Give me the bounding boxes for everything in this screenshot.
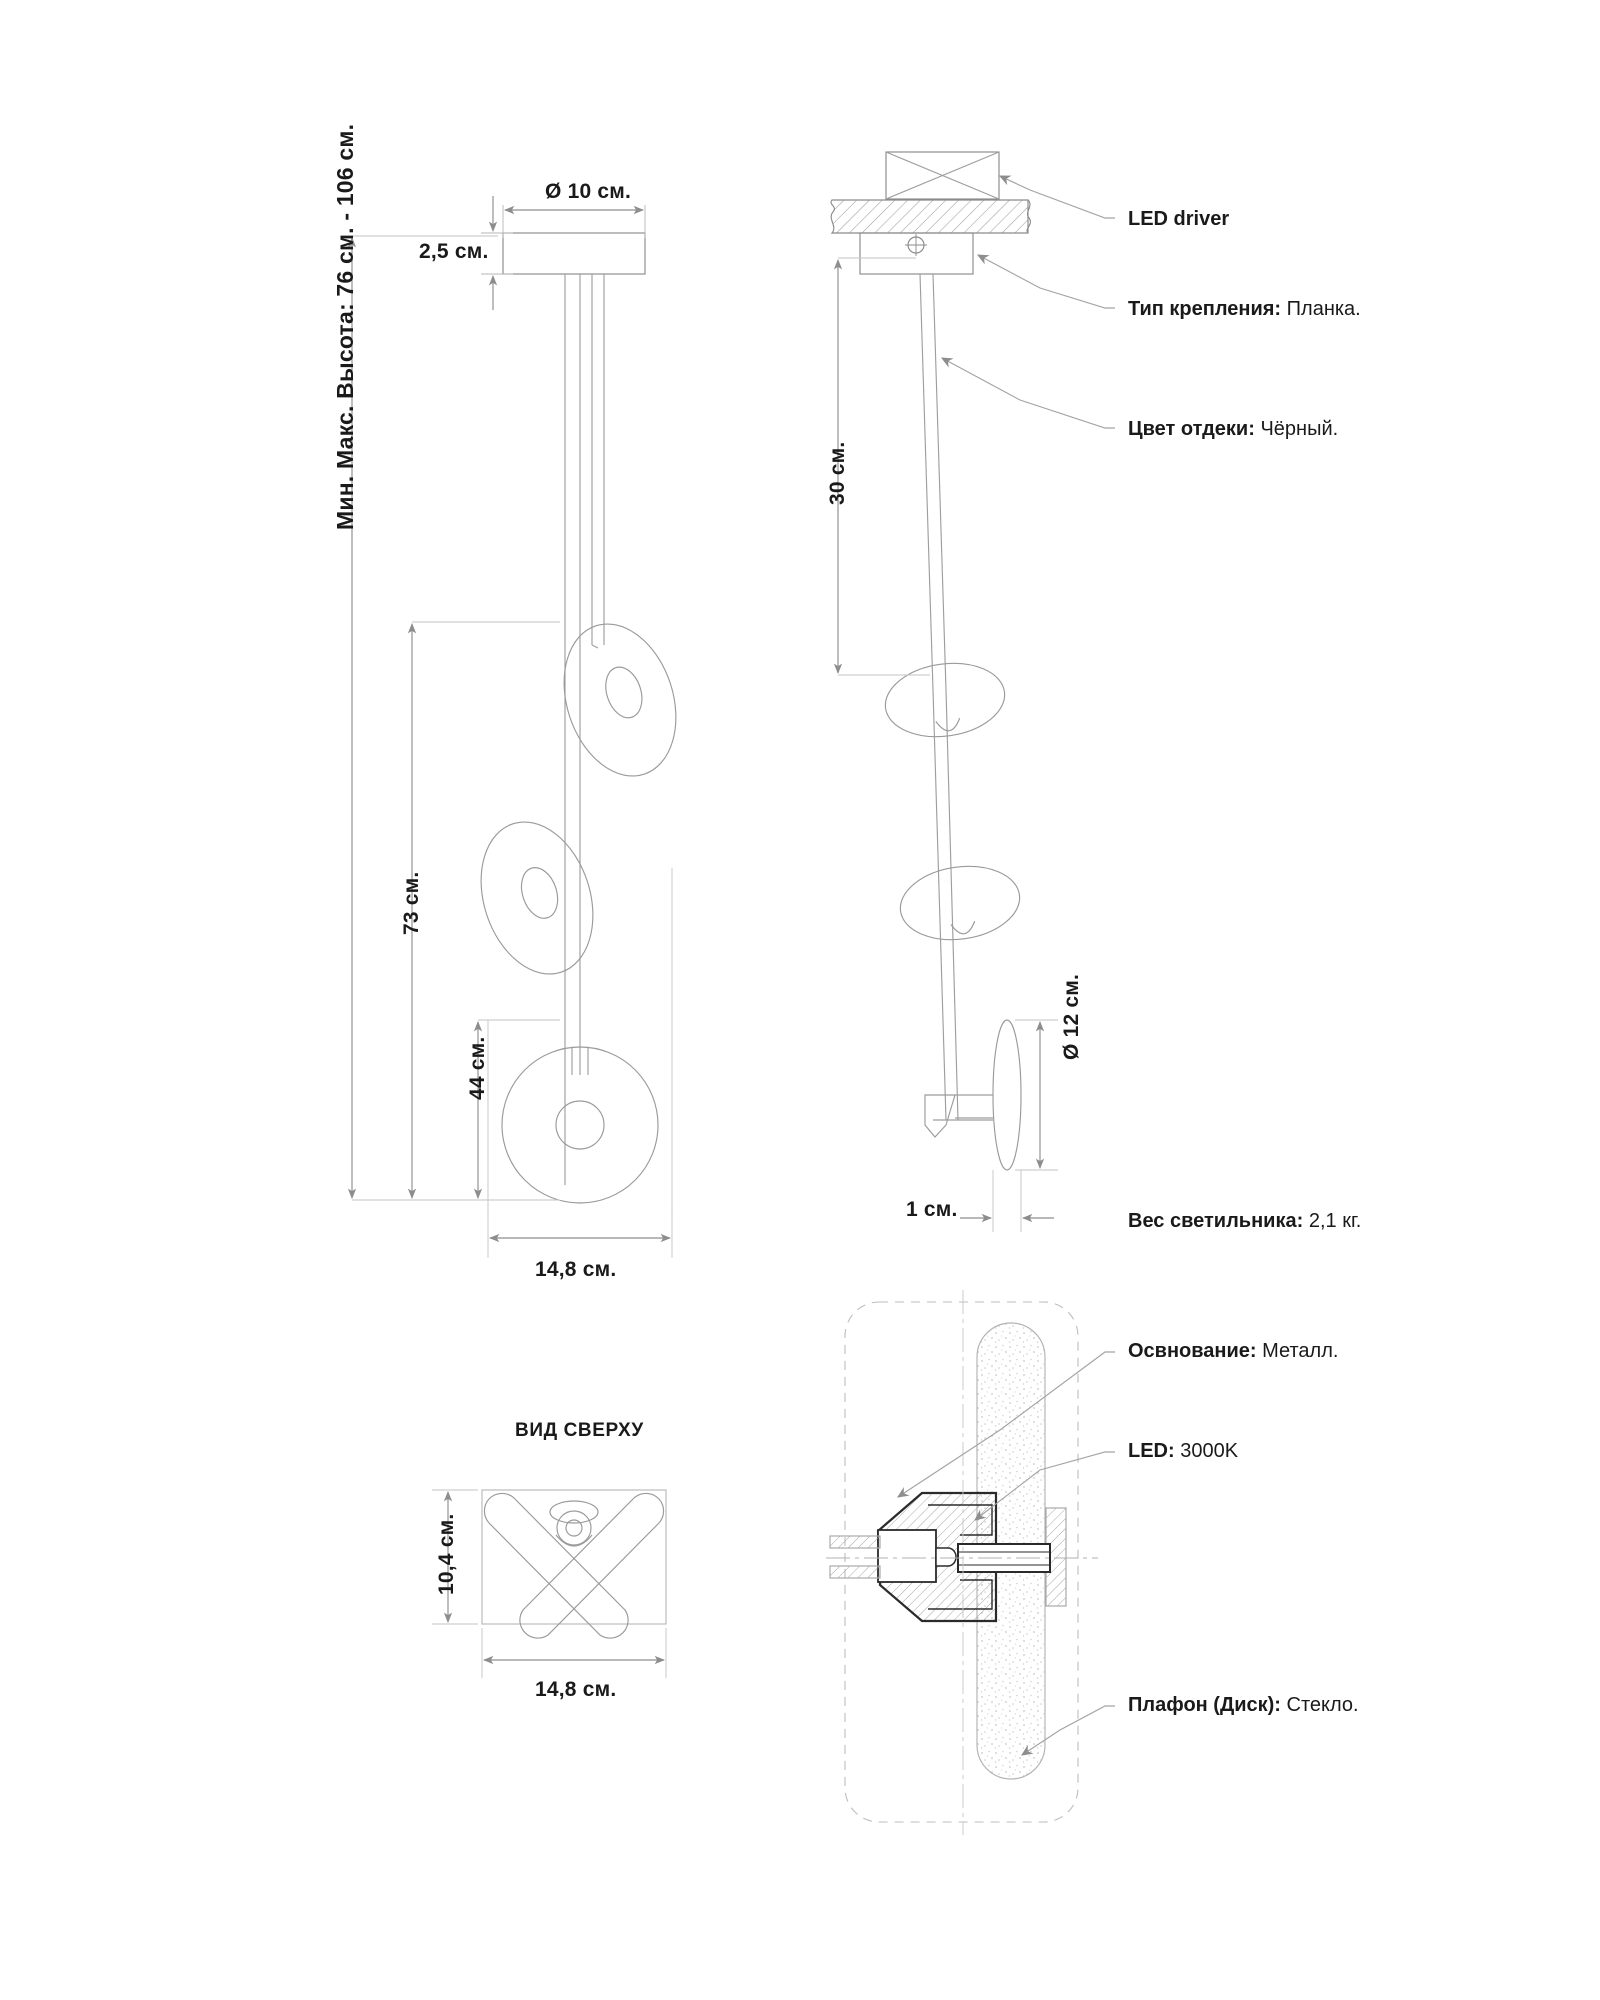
callout-finish-color-key: Цвет отдеки: [1128, 418, 1255, 440]
dim-canopy-diameter: Ø 10 см. [545, 180, 632, 203]
top-view-geometry [432, 1489, 667, 1678]
callout-led-value: 3000K [1180, 1440, 1239, 1462]
callout-led-driver-key: LED driver [1128, 208, 1230, 230]
callout-finish-color-value: Чёрный. [1260, 418, 1339, 440]
dim-top-width: 14,8 см. [535, 1678, 617, 1701]
callout-shade-key: Плафон (Диск): [1128, 1694, 1281, 1716]
callout-shade: Плафон (Диск): Стекло. [1128, 1694, 1359, 1717]
dim-drop-lower: 44 см. [466, 1036, 489, 1100]
dim-rod-length: 30 см. [826, 441, 849, 505]
dim-top-depth: 10,4 см. [435, 1513, 458, 1595]
callout-weight-value: 2,1 кг. [1308, 1210, 1362, 1232]
dim-drop-upper: 73 см. [400, 871, 423, 935]
callout-led: LED: 3000K [1128, 1440, 1238, 1463]
callout-shade-value: Стекло. [1286, 1694, 1359, 1716]
callout-weight: Вес светильника: 2,1 кг. [1128, 1210, 1361, 1233]
dim-overall-height: Мин. Макс. Высота: 76 см. - 106 см. [332, 123, 358, 530]
callout-mount-type: Тип крепления: Планка. [1128, 298, 1361, 321]
edge-disc-detail [924, 1019, 1022, 1171]
dim-disc-diameter: Ø 12 см. [1060, 973, 1083, 1060]
callout-finish-color: Цвет отдеки: Чёрный. [1128, 418, 1338, 441]
callout-led-key: LED: [1128, 1440, 1175, 1462]
front-elevation-geometry [347, 196, 677, 1258]
callout-mount-type-value: Планка. [1286, 298, 1361, 320]
dim-front-width: 14,8 см. [535, 1258, 617, 1281]
dim-canopy-height: 2,5 см. [419, 240, 489, 263]
top-view-title: ВИД СВЕРХУ [515, 1420, 644, 1441]
dim-disc-thickness: 1 см. [906, 1198, 958, 1221]
callout-base: Освнование: Металл. [1128, 1340, 1338, 1363]
callout-mount-type-key: Тип крепления: [1128, 298, 1282, 320]
callout-weight-key: Вес светильника: [1128, 1210, 1304, 1232]
callout-led-driver: LED driver [1128, 208, 1229, 231]
section-detail-geometry [826, 1290, 1115, 1835]
callout-base-value: Металл. [1262, 1340, 1339, 1362]
side-elevation-geometry [830, 151, 1115, 1232]
callout-base-key: Освнование: [1128, 1340, 1257, 1362]
